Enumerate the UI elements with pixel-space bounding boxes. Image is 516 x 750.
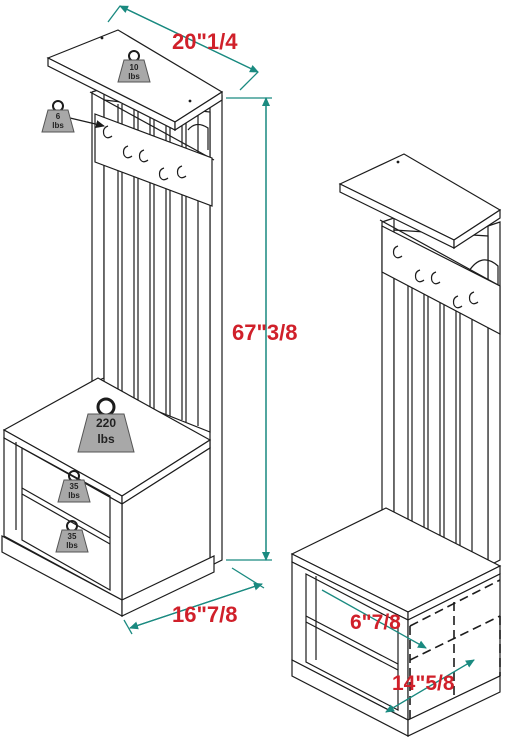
hook-icon xyxy=(452,295,463,309)
weight-icon: 35 lbs xyxy=(55,520,89,553)
top-shelf-weight-value: 10 xyxy=(130,63,139,72)
hook-icon xyxy=(468,291,479,305)
lower-shelf-weight-value: 35 xyxy=(68,532,77,541)
hook-weight-unit: lbs xyxy=(52,121,64,130)
weight-icon: 220 lbs xyxy=(77,397,135,453)
hook-icon xyxy=(102,125,113,139)
hook-icon xyxy=(176,165,187,179)
hook-weight-value: 6 xyxy=(56,112,61,121)
bench-weight-value: 220 xyxy=(96,416,116,430)
upper-shelf-weight-unit: lbs xyxy=(68,491,80,500)
bench-weight-unit: lbs xyxy=(97,432,115,446)
weight-icon: 10 lbs xyxy=(117,50,151,83)
weight-icon: 6 lbs xyxy=(41,100,75,133)
depth-label: 16"7/8 xyxy=(172,602,237,627)
cubby-height-label: 14"5/8 xyxy=(392,672,455,695)
hook-icon xyxy=(414,269,425,283)
hook-icons xyxy=(102,125,187,181)
height-label: 67"3/8 xyxy=(232,320,297,345)
shelf-height-label: 6"7/8 xyxy=(350,611,401,634)
hook-icon xyxy=(430,271,441,285)
hook-icon xyxy=(392,245,403,259)
hall-tree-front-view xyxy=(1,29,224,617)
width-label: 20"1/4 xyxy=(172,29,238,54)
upper-shelf-weight-value: 35 xyxy=(70,482,79,491)
weight-icon: 35 lbs xyxy=(57,470,91,503)
hook-icon xyxy=(122,145,133,159)
back-slats-right xyxy=(407,266,473,556)
hook-icon xyxy=(138,149,149,163)
hook-icon xyxy=(158,167,169,181)
dimension-lines xyxy=(107,5,475,713)
lower-shelf-weight-unit: lbs xyxy=(66,541,78,550)
hook-icons-right xyxy=(392,245,479,309)
top-shelf-weight-unit: lbs xyxy=(128,72,140,81)
hall-tree-side-view xyxy=(290,153,502,737)
